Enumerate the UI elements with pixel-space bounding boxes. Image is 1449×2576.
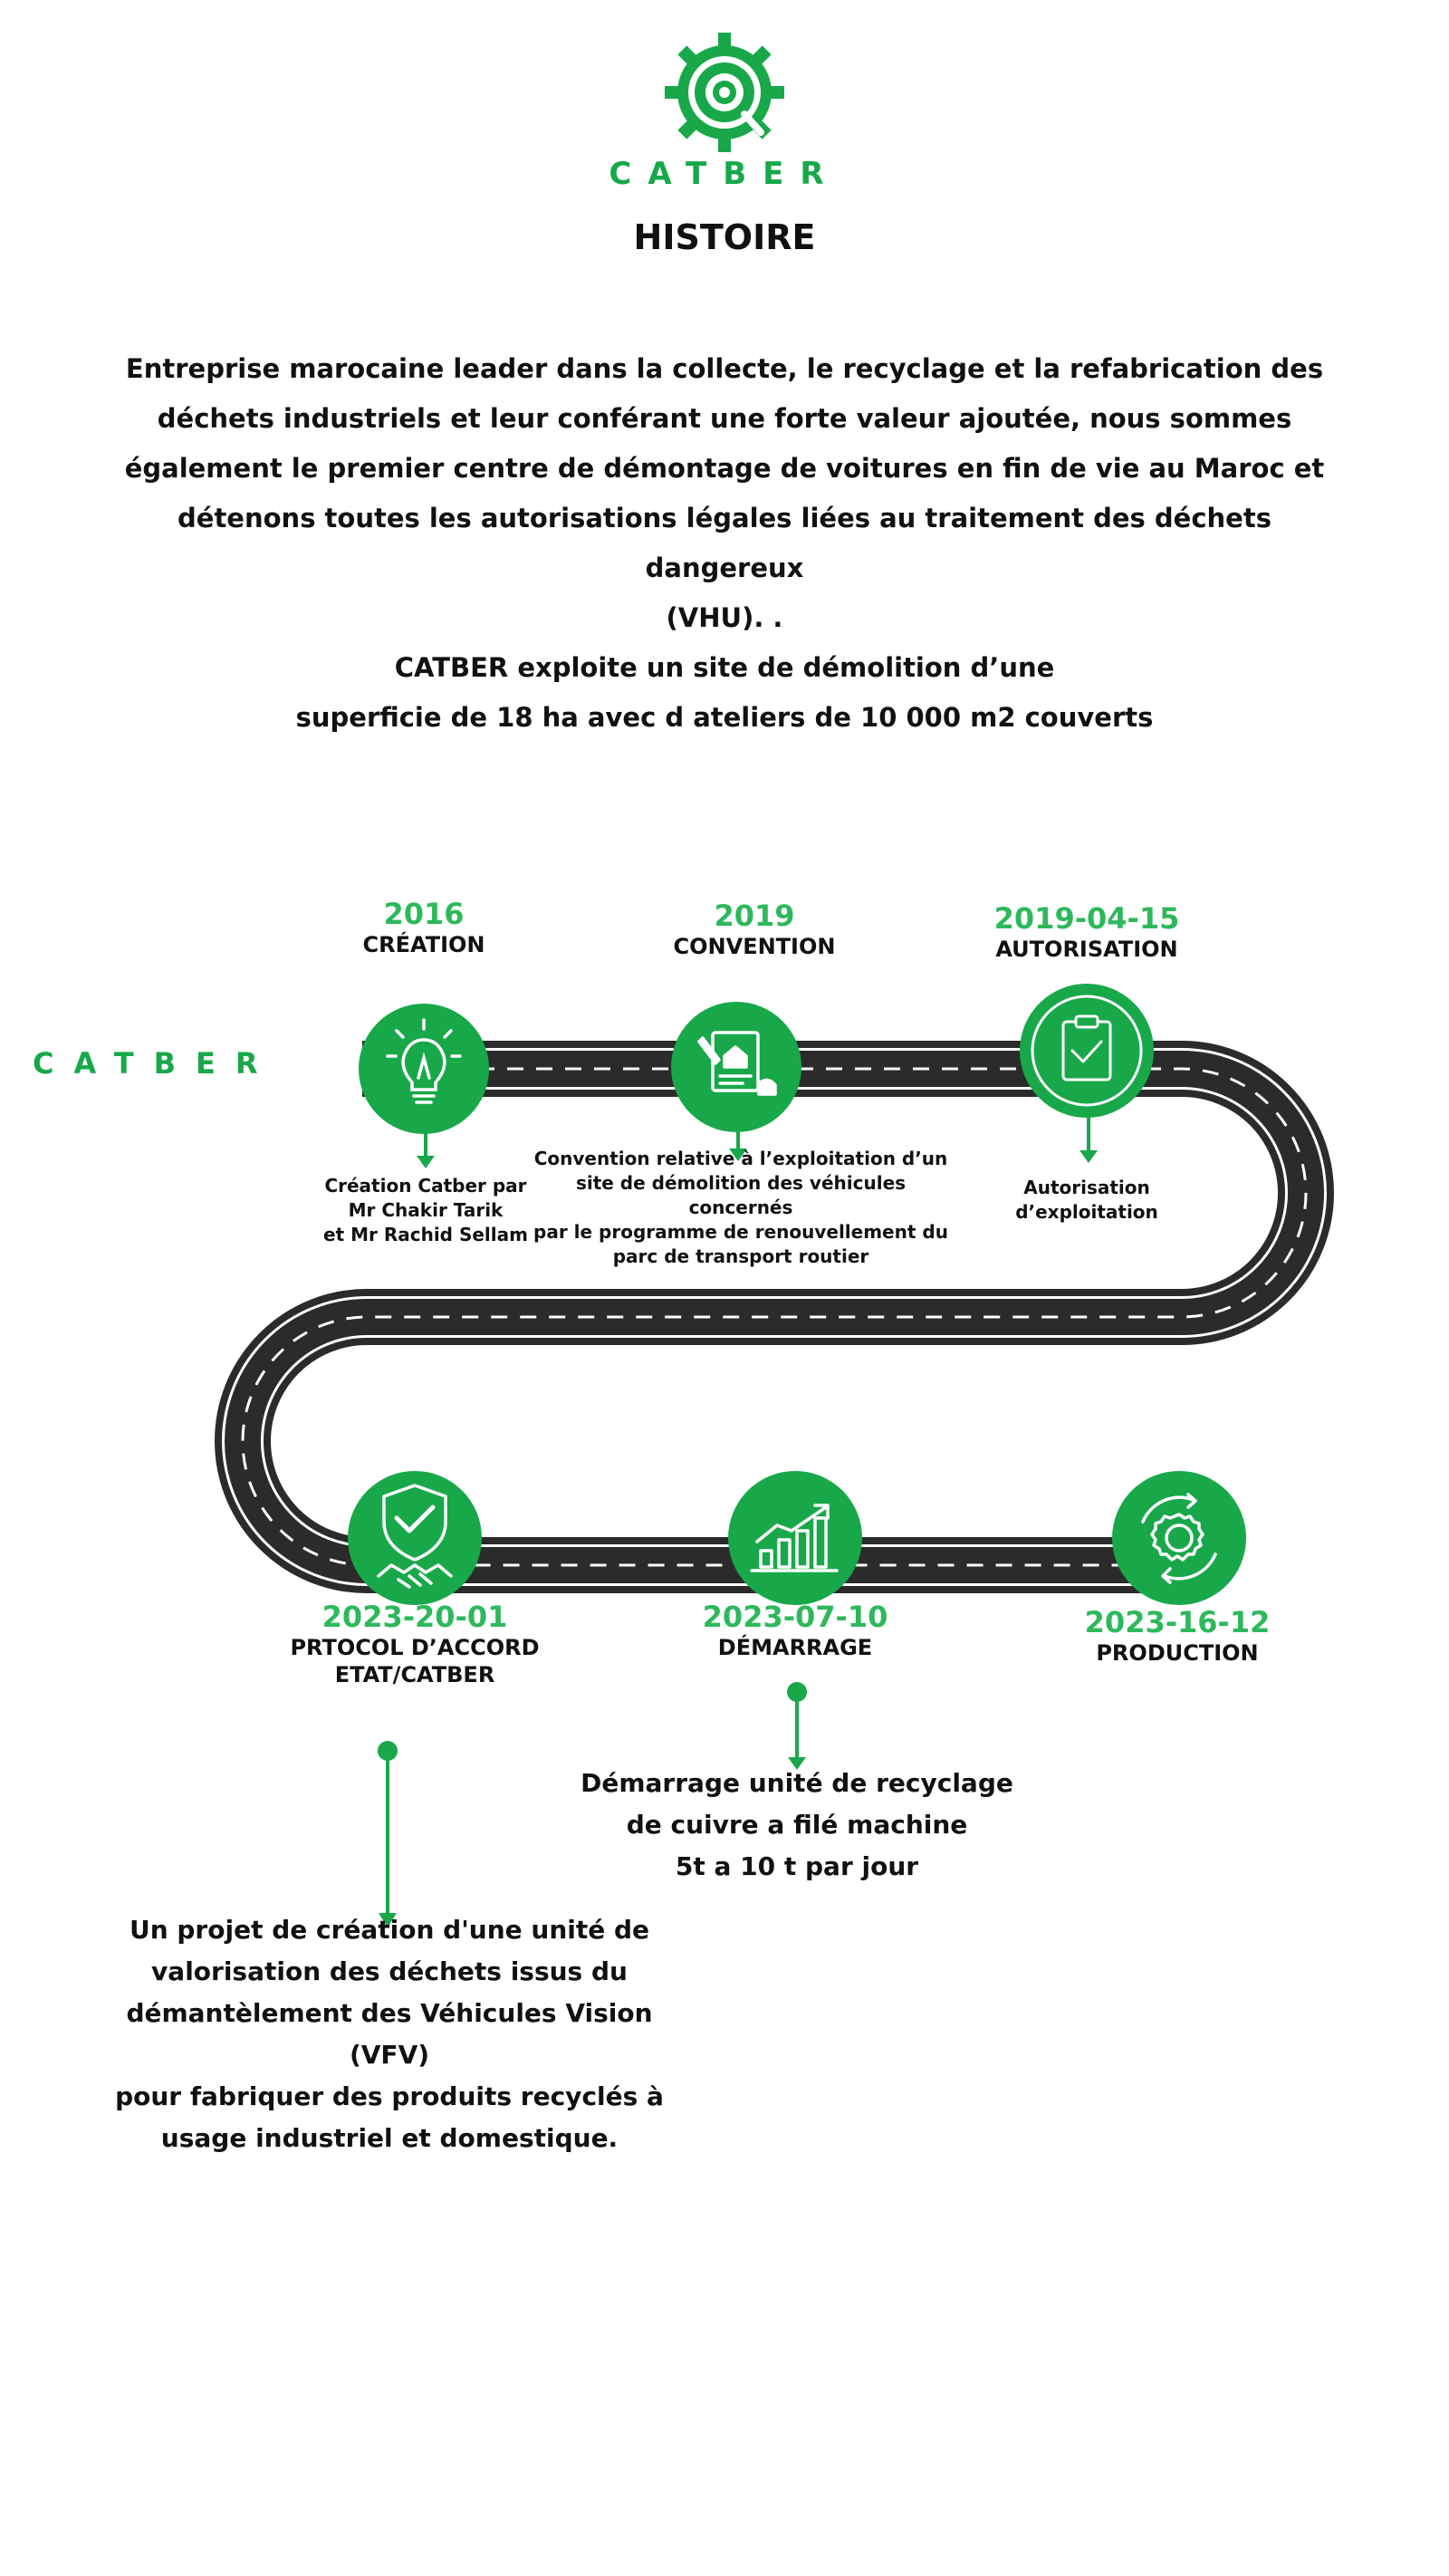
milestone-2023-20-01-description: Un projet de création d'une unité de val…: [100, 1909, 679, 2159]
milestone-2019-04-15-heading: 2019-04-15 AUTORISATION: [969, 901, 1204, 963]
milestone-label: PRTOCOL D’ACCORD: [290, 1635, 540, 1660]
desc-line: d’exploitation: [1015, 1201, 1158, 1223]
connector-2023-07-10: [787, 1682, 807, 1770]
milestone-2019-04-15-description: Autorisation d’exploitation: [987, 1176, 1186, 1225]
contract-icon: [697, 1031, 777, 1096]
desc-line: 5t a 10 t par jour: [675, 1851, 919, 1881]
intro-paragraph: Entreprise marocaine leader dans la coll…: [124, 353, 1325, 583]
milestone-label: CONVENTION: [673, 934, 836, 959]
milestone-2016-description: Création Catber par Mr Chakir Tarik et M…: [299, 1174, 552, 1247]
desc-line: parc de transport routier: [612, 1245, 869, 1267]
intro-text: Entreprise marocaine leader dans la coll…: [100, 344, 1349, 743]
growth-chart-icon: [750, 1504, 839, 1572]
gear-cycle-icon: [1141, 1493, 1217, 1584]
intro-vhu: (VHU). .: [666, 602, 783, 633]
milestone-year: 2023-20-01: [321, 1600, 508, 1634]
brand-wordmark: CATBER: [609, 156, 840, 192]
milestone-label: AUTORISATION: [995, 937, 1178, 962]
milestone-year: 2019-04-15: [993, 901, 1180, 936]
clipboard-check-icon: [1031, 995, 1143, 1107]
milestone-circle-2016: [359, 1004, 489, 1134]
road-segment-top: [215, 1041, 1334, 1593]
desc-line: valorisation des déchets issus du: [151, 1956, 628, 1986]
catber-logo-icon: [665, 33, 784, 152]
page-title: HISTOIRE: [633, 217, 816, 257]
road-brand-wordmark: CATBER: [33, 1046, 278, 1081]
milestone-circle-2023-07-10: [728, 1471, 862, 1605]
desc-line: démantèlement des Véhicules Vision (VFV): [126, 1998, 653, 2070]
milestone-circle-2023-20-01: [348, 1471, 482, 1605]
milestone-year: 2023-07-10: [702, 1600, 888, 1634]
milestone-year: 2016: [383, 897, 465, 931]
milestone-year: 2019: [714, 899, 795, 933]
desc-line: Convention relative à l’exploitation d’u…: [533, 1148, 948, 1169]
milestone-2023-20-01-heading: 2023-20-01 PRTOCOL D’ACCORD ETAT/CATBER: [261, 1600, 569, 1688]
milestone-year: 2023-16-12: [1084, 1605, 1271, 1639]
desc-line: Démarrage unité de recyclage: [581, 1768, 1013, 1798]
desc-line: par le programme de renouvellement du: [533, 1221, 948, 1243]
desc-line: Mr Chakir Tarik: [348, 1199, 504, 1221]
intro-line-3: superficie de 18 ha avec d ateliers de 1…: [295, 702, 1154, 733]
milestone-2016-heading: 2016 CRÉATION: [333, 897, 514, 958]
milestone-2019-heading: 2019 CONVENTION: [646, 899, 863, 960]
milestone-circle-2023-16-12: [1112, 1471, 1246, 1605]
desc-line: site de démolition des véhicules concern…: [575, 1172, 907, 1218]
lightbulb-icon: [386, 1018, 462, 1104]
milestone-2019-description: Convention relative à l’exploitation d’u…: [523, 1147, 958, 1269]
desc-line: Autorisation: [1023, 1177, 1150, 1198]
desc-line: Un projet de création d'une unité de: [129, 1915, 650, 1945]
milestone-label-secondary: ETAT/CATBER: [334, 1662, 495, 1687]
milestone-circle-2019-04-15: [1020, 984, 1154, 1118]
milestone-label: CRÉATION: [362, 932, 485, 957]
desc-line: pour fabriquer des produits recyclés à: [115, 2081, 664, 2111]
milestone-2023-16-12-heading: 2023-16-12 PRODUCTION: [1051, 1605, 1304, 1667]
milestone-2023-07-10-heading: 2023-07-10 DÉMARRAGE: [659, 1600, 931, 1661]
intro-line-2: CATBER exploite un site de démolition d’…: [394, 652, 1055, 683]
milestone-label: DÉMARRAGE: [717, 1635, 873, 1660]
desc-line: Création Catber par: [324, 1175, 527, 1197]
desc-line: de cuivre a filé machine: [626, 1810, 968, 1840]
desc-line: usage industriel et domestique.: [160, 2123, 619, 2153]
connector-2023-20-01: [378, 1741, 398, 1927]
shield-handshake-icon: [377, 1484, 453, 1589]
desc-line: et Mr Rachid Sellam: [323, 1224, 528, 1245]
milestone-label: PRODUCTION: [1096, 1640, 1259, 1666]
milestone-2023-07-10-description: Démarrage unité de recyclage de cuivre a…: [525, 1763, 1069, 1888]
